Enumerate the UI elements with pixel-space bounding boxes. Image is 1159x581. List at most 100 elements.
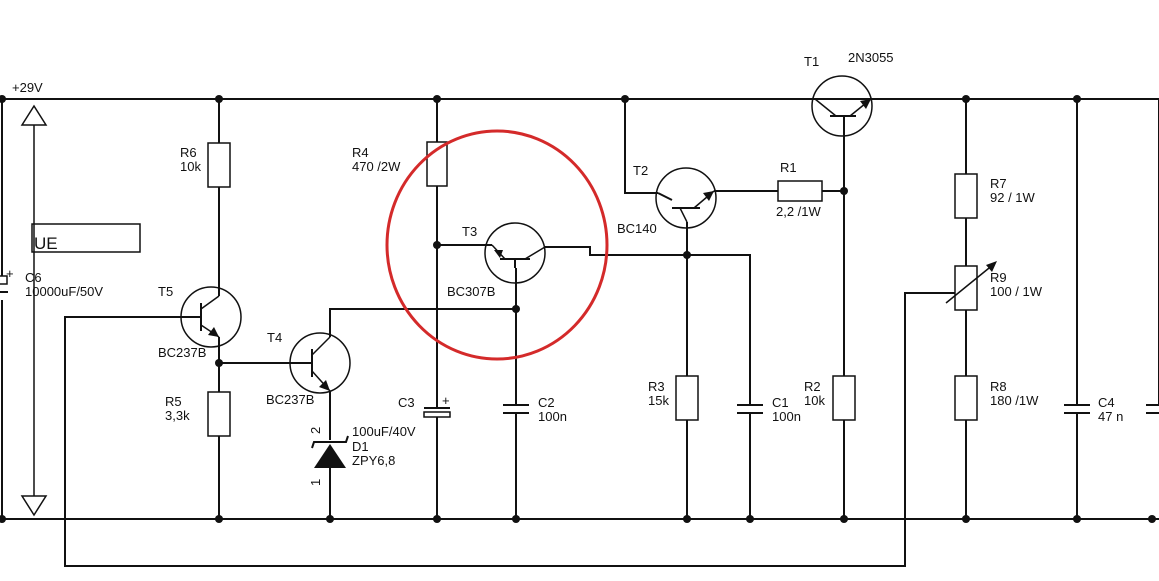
resistor-r6: R6 10k bbox=[180, 142, 231, 188]
c3-plus: + bbox=[442, 393, 450, 408]
r6-ref: R6 bbox=[180, 145, 197, 160]
junction-dot bbox=[215, 95, 223, 103]
r8-value: 180 /1W bbox=[990, 393, 1039, 408]
resistor-r7: R7 92 / 1W bbox=[954, 173, 1036, 219]
junction-dot bbox=[1073, 95, 1081, 103]
junction-dot bbox=[433, 95, 441, 103]
junction-dot bbox=[0, 515, 6, 523]
junction-dot bbox=[215, 515, 223, 523]
transistor-t4: T4 BC237B bbox=[266, 330, 351, 407]
arrow-up-icon bbox=[20, 104, 48, 126]
t5-part: BC237B bbox=[158, 345, 206, 360]
junction-dot bbox=[683, 251, 691, 259]
t2-part: BC140 bbox=[617, 221, 657, 236]
junction-dot bbox=[326, 515, 334, 523]
c3-value: 100uF/40V bbox=[352, 424, 416, 439]
junction-dot bbox=[1073, 515, 1081, 523]
r1-ref: R1 bbox=[780, 160, 797, 175]
feedback-wire bbox=[64, 292, 955, 567]
junction-dot bbox=[0, 95, 6, 103]
d1-pin-cathode: 2 bbox=[308, 427, 323, 434]
transistor-t1: T1 2N3055 bbox=[804, 50, 894, 137]
resistor-r5: R5 3,3k bbox=[165, 391, 231, 437]
c4-value: 47 n bbox=[1098, 409, 1123, 424]
r3-value: 15k bbox=[648, 393, 669, 408]
t3-part: BC307B bbox=[447, 284, 495, 299]
wires bbox=[0, 98, 1159, 567]
c1-ref: C1 bbox=[772, 395, 789, 410]
r5-value: 3,3k bbox=[165, 408, 190, 423]
r7-ref: R7 bbox=[990, 176, 1007, 191]
t4-part: BC237B bbox=[266, 392, 314, 407]
junction-dot bbox=[746, 515, 754, 523]
transistor-t5: T5 BC237B bbox=[158, 284, 242, 360]
arrow-down-icon bbox=[20, 495, 48, 517]
r2-ref: R2 bbox=[804, 379, 821, 394]
resistor-r8: R8 180 /1W bbox=[954, 375, 1039, 421]
t1-part: 2N3055 bbox=[848, 50, 894, 65]
wire-t4c-t3c bbox=[329, 308, 516, 337]
r9-value: 100 / 1W bbox=[990, 284, 1043, 299]
d1-pin-anode: 1 bbox=[308, 479, 323, 486]
capacitor-c1: C1 100n bbox=[737, 395, 801, 424]
c6-plus: + bbox=[6, 266, 14, 281]
junction-dot bbox=[962, 515, 970, 523]
d1-part: ZPY6,8 bbox=[352, 453, 395, 468]
junction-dot bbox=[433, 515, 441, 523]
c1-value: 100n bbox=[772, 409, 801, 424]
junction-dot bbox=[512, 305, 520, 313]
c6-value: 10000uF/50V bbox=[25, 284, 103, 299]
r9-ref: R9 bbox=[990, 270, 1007, 285]
transistor-t2: T2 BC140 bbox=[617, 163, 717, 236]
t4-ref: T4 bbox=[267, 330, 282, 345]
junction-dot bbox=[840, 515, 848, 523]
capacitor-right-edge bbox=[1146, 404, 1159, 414]
potentiometer-r9: R9 100 / 1W bbox=[945, 261, 1043, 311]
capacitor-c2: C2 100n bbox=[503, 395, 567, 424]
c4-ref: C4 bbox=[1098, 395, 1115, 410]
wire-t3b-t2e bbox=[545, 246, 751, 405]
capacitor-c4: C4 47 n bbox=[1064, 395, 1123, 424]
highlight-circle bbox=[385, 129, 609, 361]
c6-ref: C6 bbox=[25, 270, 42, 285]
resistor-r2: R2 10k bbox=[804, 375, 856, 421]
junctions bbox=[0, 95, 1156, 523]
junction-dot bbox=[621, 95, 629, 103]
r1-value: 2,2 /1W bbox=[776, 204, 822, 219]
capacitor-c6: + C6 10000uF/50V bbox=[0, 266, 103, 299]
ue-label: UE bbox=[34, 234, 58, 253]
resistor-r1: R1 2,2 /1W bbox=[776, 160, 823, 219]
transistor-t3: T3 BC307B bbox=[447, 222, 546, 299]
voltage-indicator: UE +29V bbox=[12, 80, 141, 517]
t2-ref: T2 bbox=[633, 163, 648, 178]
r5-ref: R5 bbox=[165, 394, 182, 409]
resistor-r4: R4 470 /2W bbox=[352, 141, 448, 187]
r4-value: 470 /2W bbox=[352, 159, 401, 174]
t1-ref: T1 bbox=[804, 54, 819, 69]
junction-dot bbox=[215, 359, 223, 367]
resistor-r3: R3 15k bbox=[648, 375, 699, 421]
r4-ref: R4 bbox=[352, 145, 369, 160]
c2-value: 100n bbox=[538, 409, 567, 424]
r6-value: 10k bbox=[180, 159, 201, 174]
r8-ref: R8 bbox=[990, 379, 1007, 394]
t5-ref: T5 bbox=[158, 284, 173, 299]
ue-box bbox=[31, 223, 141, 253]
r7-value: 92 / 1W bbox=[990, 190, 1036, 205]
r2-value: 10k bbox=[804, 393, 825, 408]
junction-dot bbox=[840, 187, 848, 195]
d1-ref: D1 bbox=[352, 439, 369, 454]
junction-dot bbox=[433, 241, 441, 249]
junction-dot bbox=[962, 95, 970, 103]
capacitor-c3: + C3 100uF/40V bbox=[352, 393, 451, 439]
junction-dot bbox=[1148, 515, 1156, 523]
c3-ref: C3 bbox=[398, 395, 415, 410]
wire-rail-t2b bbox=[624, 99, 658, 194]
t3-ref: T3 bbox=[462, 224, 477, 239]
c2-ref: C2 bbox=[538, 395, 555, 410]
junction-dot bbox=[512, 515, 520, 523]
junction-dot bbox=[683, 515, 691, 523]
vplus-label: +29V bbox=[12, 80, 43, 95]
zener-diode-d1: 2 1 D1 ZPY6,8 bbox=[308, 427, 395, 486]
